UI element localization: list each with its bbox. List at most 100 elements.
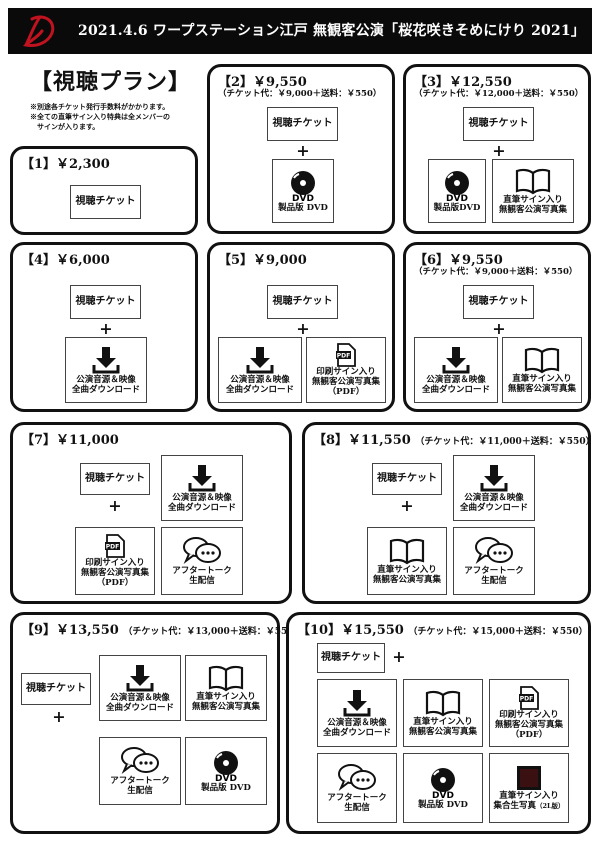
notes: ※別途各チケット発行手数料がかかります。 ※全ての直筆サイン入り特典は全メンバー… bbox=[30, 102, 205, 132]
ticket-item: 視聴チケット bbox=[70, 185, 141, 219]
plus-sign: + bbox=[296, 319, 310, 338]
book-icon bbox=[425, 690, 461, 717]
svg-text:PDF: PDF bbox=[520, 696, 533, 703]
logo bbox=[20, 11, 60, 51]
plan-3-note: （チケット代：￥12,000＋送料：￥550） bbox=[414, 89, 584, 99]
after-talk-item: アフタートーク 生配信 bbox=[453, 527, 535, 595]
dvd-icon: DVD bbox=[431, 768, 455, 800]
plan-4-title: 【4】￥6,000 bbox=[21, 253, 110, 268]
ticket-item: 視聴チケット bbox=[267, 285, 338, 319]
plan-5-card: 【5】￥9,000 視聴チケット + 公演音源＆映像 全曲ダウンロード PDF … bbox=[207, 242, 395, 412]
book-icon bbox=[389, 538, 425, 565]
dvd-icon: DVD bbox=[291, 171, 315, 203]
ticket-item: 視聴チケット bbox=[317, 643, 385, 673]
plan-10-title: 【10】￥15,550 （チケット代：￥15,000＋送料：￥550） bbox=[297, 623, 588, 638]
plan-5-title: 【5】￥9,000 bbox=[218, 253, 307, 268]
ticket-item: 視聴チケット bbox=[463, 107, 534, 141]
download-icon bbox=[126, 665, 154, 692]
plan-9-title: 【9】￥13,550 （チケット代：￥13,000＋送料：￥550） bbox=[21, 623, 303, 638]
note-line: サインが入ります。 bbox=[30, 122, 100, 131]
page-header: 2021.4.6 ワープステーション江戸 無観客公演「桜花咲きそめにけり 202… bbox=[8, 8, 592, 54]
plus-sign: + bbox=[492, 141, 506, 160]
dvd-icon: DVD bbox=[445, 171, 469, 203]
ticket-item: 視聴チケット bbox=[267, 107, 338, 141]
plan-6-note: （チケット代：￥9,000＋送料：￥550） bbox=[414, 267, 578, 277]
after-talk-item: アフタートーク 生配信 bbox=[99, 737, 181, 805]
svg-text:DVD: DVD bbox=[432, 791, 454, 800]
download-item: 公演音源＆映像 全曲ダウンロード bbox=[218, 337, 302, 403]
plan-9-note: （チケット代：￥13,000＋送料：￥550） bbox=[123, 627, 303, 637]
book-icon bbox=[208, 665, 244, 692]
ticket-item: 視聴チケット bbox=[70, 285, 141, 319]
plan-6-title: 【6】￥9,550 bbox=[414, 253, 503, 268]
svg-text:DVD: DVD bbox=[215, 774, 237, 783]
dvd-item: DVD 製品版 DVD bbox=[403, 753, 483, 823]
download-icon bbox=[92, 347, 120, 374]
plan-1-card: 【1】￥2,300 視聴チケット bbox=[10, 146, 198, 235]
plus-sign: + bbox=[400, 496, 414, 515]
download-item: 公演音源＆映像 全曲ダウンロード bbox=[99, 655, 181, 721]
pdf-file-icon: PDF bbox=[336, 343, 356, 367]
plus-sign: + bbox=[492, 319, 506, 338]
plan-8-title: 【8】￥11,550 （チケット代：￥11,000＋送料：￥550） bbox=[313, 433, 595, 448]
svg-text:PDF: PDF bbox=[337, 353, 350, 360]
after-talk-item: アフタートーク 生配信 bbox=[161, 527, 243, 595]
photo-icon bbox=[517, 766, 541, 790]
plus-sign: + bbox=[52, 707, 66, 726]
plan-8-card: 【8】￥11,550 （チケット代：￥11,000＋送料：￥550） 視聴チケッ… bbox=[302, 422, 595, 604]
plan-2-note: （チケット代：￥9,000＋送料：￥550） bbox=[218, 89, 382, 99]
plus-sign: + bbox=[296, 141, 310, 160]
after-talk-item: アフタートーク 生配信 bbox=[317, 753, 397, 823]
svg-text:DVD: DVD bbox=[292, 194, 314, 203]
note-line: ※別途各チケット発行手数料がかかります。 bbox=[30, 102, 170, 111]
plan-2-title: 【2】￥9,550 bbox=[218, 75, 307, 90]
pdf-file-icon: PDF bbox=[519, 686, 539, 710]
plan-10-card: 【10】￥15,550 （チケット代：￥15,000＋送料：￥550） 視聴チケ… bbox=[286, 612, 591, 834]
group-photo-item: 直筆サイン入り 集合生写真（2L版） bbox=[489, 753, 569, 823]
download-item: 公演音源＆映像 全曲ダウンロード bbox=[161, 455, 243, 521]
ticket-item: 視聴チケット bbox=[463, 285, 534, 319]
download-icon bbox=[480, 465, 508, 492]
download-item: 公演音源＆映像 全曲ダウンロード bbox=[453, 455, 535, 521]
chat-bubbles-icon bbox=[183, 537, 221, 565]
plan-9-card: 【9】￥13,550 （チケット代：￥13,000＋送料：￥550） 視聴チケッ… bbox=[10, 612, 303, 834]
plan-heading: 【視聴プラン】 bbox=[30, 69, 192, 95]
photobook-item: 直筆サイン入り 無観客公演写真集 bbox=[185, 655, 267, 721]
pdf-photobook-item: PDF 印刷サイン入り 無観客公演写真集 （PDF） bbox=[306, 337, 386, 403]
book-icon bbox=[524, 347, 560, 374]
plus-sign: + bbox=[108, 496, 122, 515]
dvd-item: DVD 製品版DVD bbox=[428, 159, 486, 223]
photobook-item: 直筆サイン入り 無観客公演写真集 bbox=[403, 679, 483, 747]
photobook-item: 直筆サイン入り 無観客公演写真集 bbox=[367, 527, 447, 595]
chat-bubbles-icon bbox=[121, 747, 159, 775]
plus-sign: + bbox=[99, 319, 113, 338]
plan-1-title: 【1】￥2,300 bbox=[21, 157, 110, 172]
plan-3-title: 【3】￥12,550 bbox=[414, 75, 512, 90]
pdf-photobook-item: PDF 印刷サイン入り 無観客公演写真集 （PDF） bbox=[75, 527, 155, 595]
svg-text:DVD: DVD bbox=[446, 194, 468, 203]
plan-2-card: 【2】￥9,550 （チケット代：￥9,000＋送料：￥550） 視聴チケット … bbox=[207, 64, 395, 234]
ticket-item: 視聴チケット bbox=[21, 673, 91, 705]
plan-4-card: 【4】￥6,000 視聴チケット + 公演音源＆映像 全曲ダウンロード bbox=[10, 242, 198, 412]
plan-8-note: （チケット代：￥11,000＋送料：￥550） bbox=[415, 437, 595, 447]
download-icon bbox=[246, 347, 274, 374]
plan-10-note: （チケット代：￥15,000＋送料：￥550） bbox=[408, 627, 588, 637]
svg-text:PDF: PDF bbox=[106, 544, 119, 551]
plan-7-card: 【7】￥11,000 視聴チケット + 公演音源＆映像 全曲ダウンロード PDF… bbox=[10, 422, 292, 604]
pdf-photobook-item: PDF 印刷サイン入り 無観客公演写真集 （PDF） bbox=[489, 679, 569, 747]
dvd-item: DVD 製品版 DVD bbox=[272, 159, 334, 223]
chat-bubbles-icon bbox=[475, 537, 513, 565]
download-icon bbox=[343, 690, 371, 717]
chat-bubbles-icon bbox=[338, 764, 376, 792]
pdf-file-icon: PDF bbox=[105, 534, 125, 558]
download-item: 公演音源＆映像 全曲ダウンロード bbox=[317, 679, 397, 747]
plus-sign: + bbox=[392, 647, 406, 666]
ticket-item: 視聴チケット bbox=[372, 463, 442, 495]
plan-6-card: 【6】￥9,550 （チケット代：￥9,000＋送料：￥550） 視聴チケット … bbox=[403, 242, 591, 412]
download-item: 公演音源＆映像 全曲ダウンロード bbox=[65, 337, 147, 403]
dvd-icon: DVD bbox=[214, 751, 238, 783]
plan-7-title: 【7】￥11,000 bbox=[21, 433, 119, 448]
ticket-item: 視聴チケット bbox=[80, 463, 150, 495]
plan-3-card: 【3】￥12,550 （チケット代：￥12,000＋送料：￥550） 視聴チケッ… bbox=[403, 64, 591, 234]
photobook-item: 直筆サイン入り 無観客公演写真集 bbox=[502, 337, 582, 403]
